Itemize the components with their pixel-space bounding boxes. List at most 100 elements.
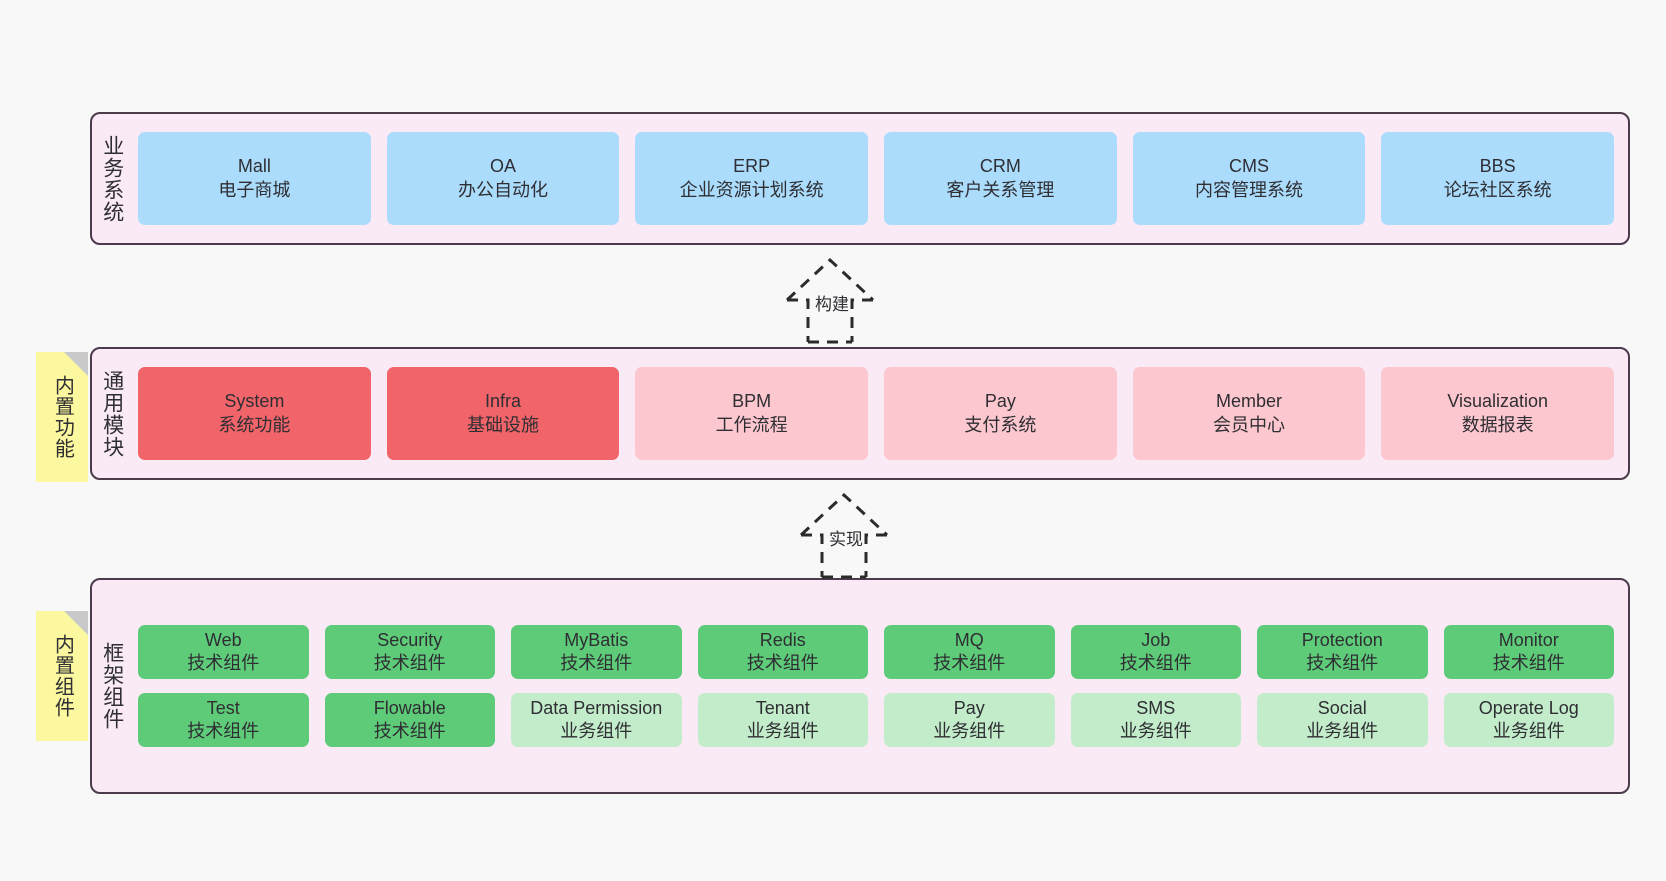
card-operate-log[interactable]: Operate Log 业务组件 xyxy=(1443,693,1614,748)
hollow-arrow-icon xyxy=(785,257,875,344)
card-subtitle: 电子商城 xyxy=(218,179,291,200)
card-social[interactable]: Social 业务组件 xyxy=(1257,693,1428,748)
build-connector: 构建 xyxy=(757,257,903,344)
card-subtitle: 技术组件 xyxy=(373,721,446,742)
card-subtitle: 内容管理系统 xyxy=(1195,179,1304,200)
card-subtitle: 客户关系管理 xyxy=(946,179,1055,200)
card-subtitle: 业务组件 xyxy=(560,721,633,742)
card-data-permission[interactable]: Data Permission 业务组件 xyxy=(511,693,682,748)
card-subtitle: 数据报表 xyxy=(1461,414,1534,435)
note-fold-corner-icon xyxy=(64,611,88,635)
card-subtitle: 业务组件 xyxy=(746,721,819,742)
card-title: Visualization xyxy=(1447,391,1549,412)
card-title: Protection xyxy=(1301,629,1383,650)
card-subtitle: 技术组件 xyxy=(187,652,260,673)
card-title: Member xyxy=(1216,391,1283,412)
card-subtitle: 业务组件 xyxy=(933,721,1006,742)
builtin-component-note: 内置组件 xyxy=(36,611,88,741)
card-title: Infra xyxy=(484,391,522,412)
card-test[interactable]: Test 技术组件 xyxy=(138,693,309,748)
card-subtitle: 办公自动化 xyxy=(458,179,548,200)
note-text: 内置功能 xyxy=(51,375,74,459)
card-subtitle: 技术组件 xyxy=(1492,652,1565,673)
card-title: Social xyxy=(1317,698,1367,718)
card-subtitle: 业务组件 xyxy=(1492,721,1565,742)
card-title: Test xyxy=(206,698,240,718)
card-title: Redis xyxy=(759,629,806,650)
note-text: 内置组件 xyxy=(51,634,74,718)
card-subtitle: 工作流程 xyxy=(715,414,788,435)
card-subtitle: 技术组件 xyxy=(1306,652,1379,673)
card-title: Web xyxy=(204,629,242,650)
implement-connector-label: 实现 xyxy=(829,530,863,549)
card-title: CRM xyxy=(979,156,1021,177)
card-subtitle: 技术组件 xyxy=(373,652,446,673)
card-subtitle: 技术组件 xyxy=(746,652,819,673)
card-subtitle: 论坛社区系统 xyxy=(1443,179,1552,200)
card-subtitle: 技术组件 xyxy=(1119,652,1192,673)
layer-label-common-modules: 通用模块 xyxy=(100,369,124,458)
card-sms[interactable]: SMS 业务组件 xyxy=(1070,693,1241,748)
note-fold-corner-icon xyxy=(64,352,88,376)
card-subtitle: 基础设施 xyxy=(467,414,539,435)
card-title: Operate Log xyxy=(1478,698,1579,718)
card-subtitle: 技术组件 xyxy=(187,721,260,742)
card-title: Job xyxy=(1141,629,1171,650)
card-title: SMS xyxy=(1136,698,1176,718)
builtin-function-note: 内置功能 xyxy=(36,352,88,482)
layer-label-business-systems: 业务系统 xyxy=(100,134,124,223)
card-tenant[interactable]: Tenant 业务组件 xyxy=(697,693,868,748)
card-flowable[interactable]: Flowable 技术组件 xyxy=(324,693,495,748)
card-subtitle: 会员中心 xyxy=(1213,414,1286,435)
card-title: Data Permission xyxy=(530,698,663,718)
card-title: ERP xyxy=(733,156,771,177)
card-title: Mall xyxy=(237,156,271,177)
card-subtitle: 业务组件 xyxy=(1306,721,1379,742)
card-title: BBS xyxy=(1479,156,1516,177)
card-title: MQ xyxy=(954,629,984,650)
card-title: Flowable xyxy=(373,698,446,718)
card-subtitle: 技术组件 xyxy=(560,652,633,673)
card-title: System xyxy=(224,391,285,412)
card-title: BPM xyxy=(732,391,772,412)
card-title: Tenant xyxy=(755,698,810,718)
card-pay-component[interactable]: Pay 业务组件 xyxy=(884,693,1055,748)
card-title: Monitor xyxy=(1498,629,1559,650)
implement-connector: 实现 xyxy=(771,492,917,579)
card-subtitle: 业务组件 xyxy=(1119,721,1192,742)
layer-label-framework-components: 框架组件 xyxy=(100,642,124,730)
card-title: Pay xyxy=(984,391,1016,412)
card-title: Security xyxy=(377,629,443,650)
card-subtitle: 支付系统 xyxy=(964,414,1037,435)
card-title: Pay xyxy=(953,698,985,718)
